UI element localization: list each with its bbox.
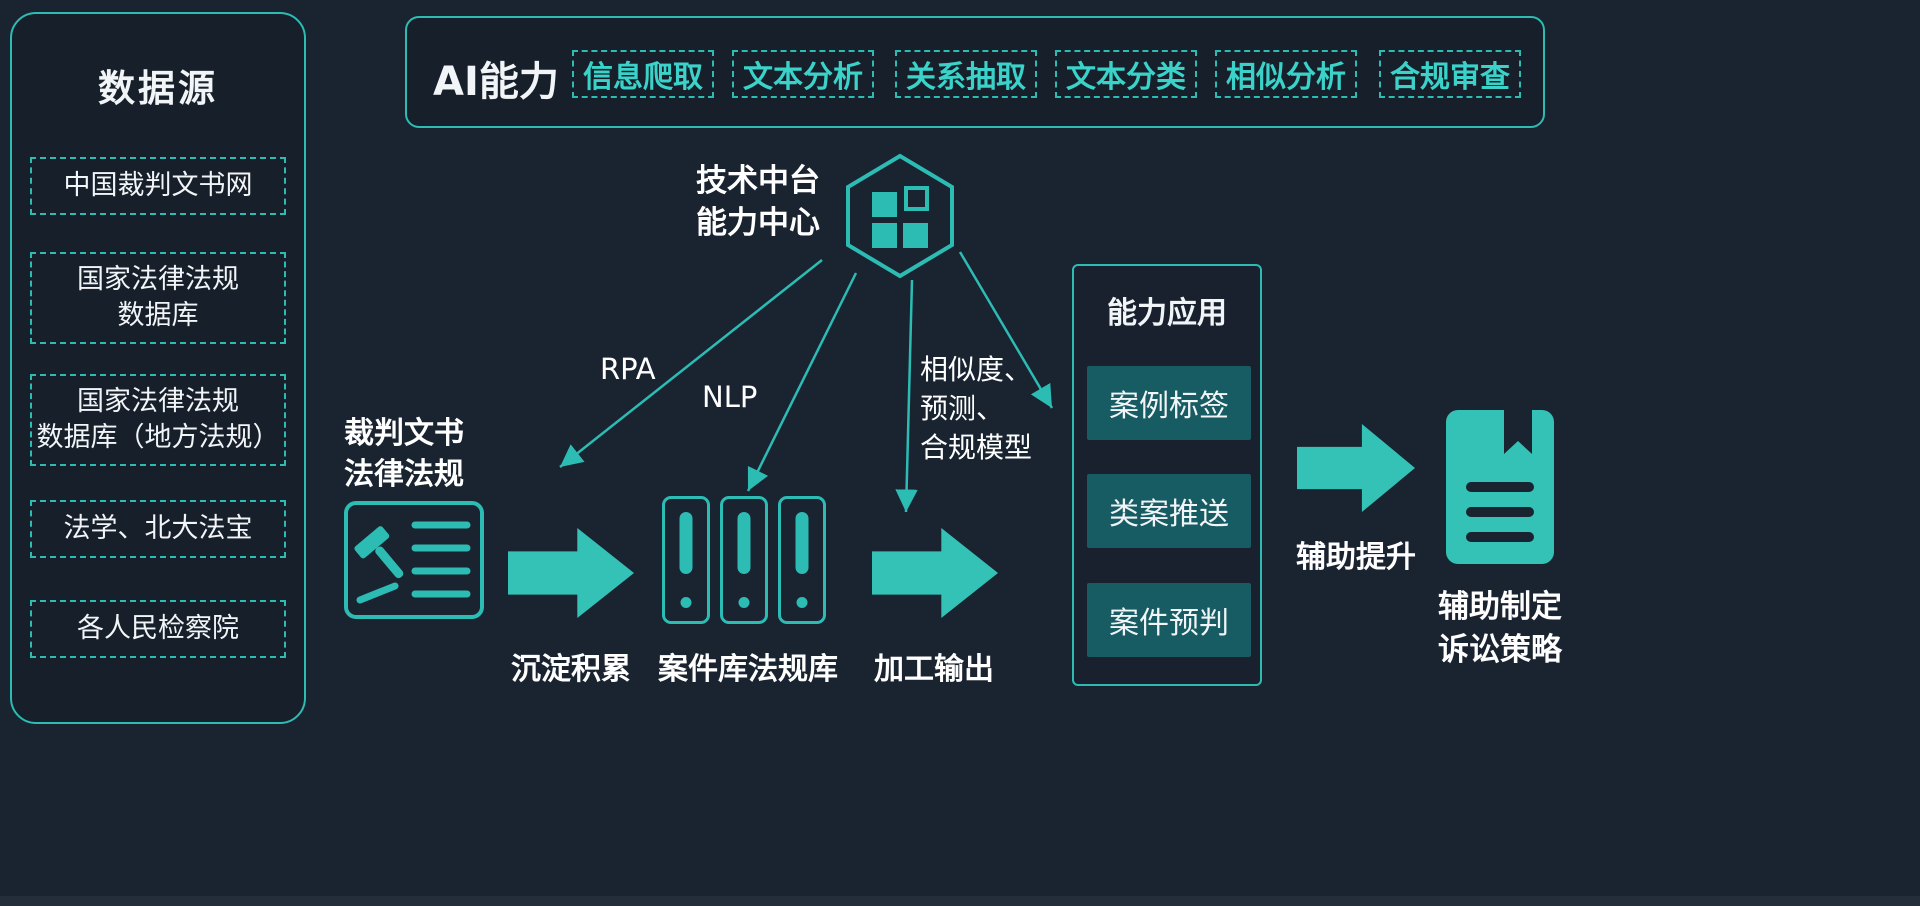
ai-capability-chip: 文本分类 [1055,50,1197,98]
ai-capability-panel: AI能力 信息爬取 文本分析 关系抽取 文本分类 相似分析 合规审查 [405,16,1545,128]
ai-capability-chip: 相似分析 [1215,50,1357,98]
ai-capability-chip: 合规审查 [1379,50,1521,98]
case-db-icon [778,496,826,624]
flow-arrow-3 [1297,424,1415,512]
application-item: 案件预判 [1087,583,1251,657]
data-source-item: 国家法律法规 数据库（地方法规） [30,374,286,466]
rpa-label: RPA [600,352,656,386]
source-doc-label: 裁判文书 法律法规 [344,416,464,492]
case-db-icon [662,496,710,624]
application-panel: 能力应用 案例标签 类案推送 案件预判 [1072,264,1262,686]
case-db-icon [720,496,768,624]
nlp-label: NLP [702,380,758,414]
data-source-item: 中国裁判文书网 [30,157,286,215]
caption-library: 案件库法规库 [658,652,838,687]
flow-arrow-1 [508,528,634,618]
book-dot [738,597,750,608]
result-document-icon [1446,410,1554,564]
data-source-item: 各人民检察院 [30,600,286,658]
application-item: 案例标签 [1087,366,1251,440]
bottom-edge [0,896,1920,906]
book-dot [796,597,808,608]
ai-capability-chip: 关系抽取 [895,50,1037,98]
arrow-nlp-line [746,272,858,492]
ai-capability-title: AI能力 [433,59,559,105]
arrow-model-line [895,279,918,513]
flow-arrow-2 [872,528,998,618]
ai-capability-chip: 信息爬取 [572,50,714,98]
data-source-panel: 数据源 中国裁判文书网 国家法律法规 数据库 国家法律法规 数据库（地方法规） … [10,12,306,724]
application-item: 类案推送 [1087,474,1251,548]
model-label: 相似度、 预测、 合规模型 [920,353,1033,464]
caption-accumulate: 沉淀积累 [511,652,631,687]
result-label: 辅助制定 诉讼策略 [1438,589,1562,668]
book-spine [679,512,693,574]
tech-platform-icon [846,153,954,279]
caption-assist: 辅助提升 [1296,540,1416,575]
ai-capability-chip: 文本分析 [732,50,874,98]
book-spine [737,512,751,574]
book-dot [680,597,692,608]
data-source-item: 国家法律法规 数据库 [30,252,286,344]
tech-platform-label: 技术中台 能力中心 [696,163,820,241]
gavel-document-icon [344,501,484,619]
book-spine [795,512,809,574]
data-source-title: 数据源 [98,67,218,110]
caption-output: 加工输出 [874,652,994,687]
application-title: 能力应用 [1107,296,1227,331]
data-source-item: 法学、北大法宝 [30,500,286,558]
